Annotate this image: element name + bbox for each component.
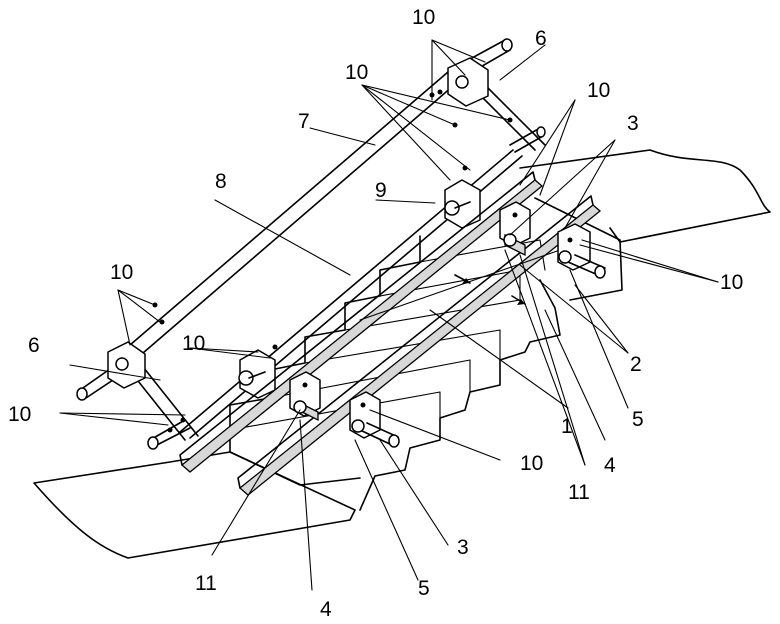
label-1: 1 bbox=[561, 415, 573, 438]
leader-lines bbox=[59, 39, 719, 591]
label-10-bottom: 10 bbox=[520, 452, 543, 475]
ground-outline bbox=[33, 149, 771, 559]
angle-rails bbox=[179, 171, 602, 496]
label-4-bottom: 4 bbox=[320, 598, 332, 621]
label-10-top: 10 bbox=[412, 6, 435, 29]
upper-handrail-frame bbox=[76, 38, 546, 450]
label-6-left: 6 bbox=[28, 334, 40, 357]
label-6-top: 6 bbox=[535, 27, 547, 50]
label-4-right: 4 bbox=[604, 454, 616, 477]
label-2: 2 bbox=[630, 353, 642, 376]
label-11-right: 11 bbox=[568, 481, 590, 504]
label-10-mid-left: 10 bbox=[182, 332, 205, 355]
label-11-left: 11 bbox=[195, 572, 217, 595]
label-7: 7 bbox=[298, 110, 310, 133]
reference-numerals: 10 6 10 10 7 3 8 9 10 10 6 10 2 10 5 1 1… bbox=[8, 6, 743, 621]
label-3-bottom: 3 bbox=[457, 536, 469, 559]
label-10-upper-right: 10 bbox=[587, 79, 610, 102]
label-10-left-lower: 10 bbox=[8, 403, 31, 426]
label-3-top: 3 bbox=[627, 112, 639, 135]
label-10-upper-mid: 10 bbox=[345, 61, 368, 84]
label-8: 8 bbox=[215, 170, 227, 193]
label-5-bottom: 5 bbox=[418, 577, 430, 600]
label-9: 9 bbox=[375, 179, 387, 202]
label-5-right: 5 bbox=[632, 408, 644, 431]
roller-supports bbox=[289, 201, 606, 448]
label-10-left-upper: 10 bbox=[110, 261, 133, 284]
label-10-right: 10 bbox=[720, 271, 743, 294]
